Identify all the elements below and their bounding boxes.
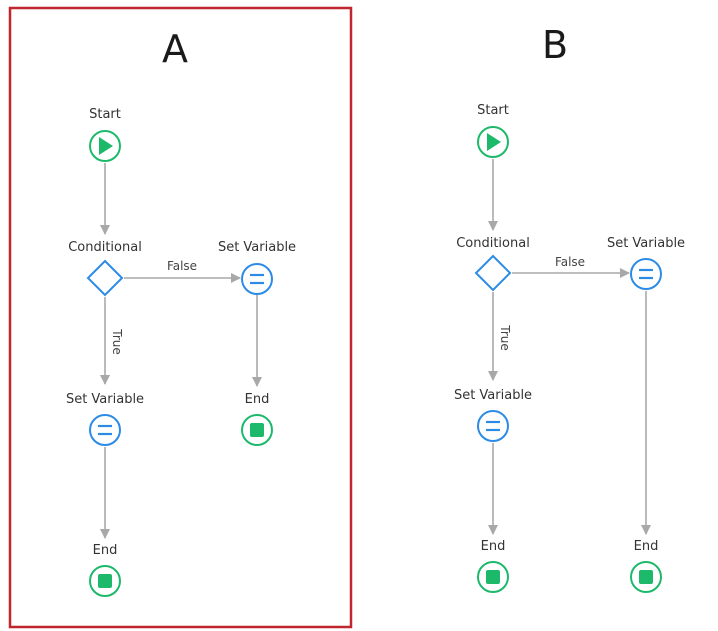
end-label: End	[93, 543, 118, 558]
play-icon	[487, 133, 501, 151]
end-node[interactable]: End	[630, 539, 662, 593]
stop-icon	[250, 423, 264, 437]
set-variable-node[interactable]: Set Variable	[218, 240, 296, 295]
equals-icon	[486, 420, 500, 432]
panel-a-title: A	[162, 27, 188, 71]
end-node[interactable]: End	[89, 543, 121, 597]
edge-label-false: False	[167, 259, 197, 273]
stop-icon	[486, 570, 500, 584]
conditional-node[interactable]: Conditional	[68, 240, 142, 297]
conditional-label: Conditional	[68, 240, 142, 255]
set-variable-label: Set Variable	[218, 240, 296, 255]
end-node[interactable]: End	[477, 539, 509, 593]
diamond-icon	[86, 259, 124, 297]
stop-icon	[98, 574, 112, 588]
edge-label-true: True	[110, 328, 124, 355]
set-variable-node[interactable]: Set Variable	[66, 392, 144, 446]
panel-b-edges	[488, 159, 651, 535]
panel-a-edges	[100, 163, 262, 539]
end-node[interactable]: End	[241, 392, 273, 446]
panel-a: A False True Start Conditional Set Varia…	[8, 6, 353, 629]
play-icon	[99, 137, 113, 155]
end-label: End	[634, 539, 659, 554]
diamond-icon	[474, 254, 512, 292]
end-label: End	[245, 392, 270, 407]
start-label: Start	[89, 107, 121, 122]
equals-icon	[250, 273, 264, 285]
end-label: End	[481, 539, 506, 554]
equals-icon	[639, 268, 653, 280]
start-node[interactable]: Start	[89, 107, 121, 162]
set-variable-label: Set Variable	[66, 392, 144, 407]
set-variable-node[interactable]: Set Variable	[607, 236, 685, 290]
start-label: Start	[477, 103, 509, 118]
set-variable-label: Set Variable	[607, 236, 685, 251]
panel-b-title: B	[542, 23, 568, 67]
equals-icon	[98, 424, 112, 436]
panel-a-highlight-border	[8, 6, 353, 629]
edge-label-false: False	[555, 255, 585, 269]
stop-icon	[639, 570, 653, 584]
panel-b: B False True Start Conditional Set Varia…	[454, 23, 685, 593]
set-variable-node[interactable]: Set Variable	[454, 388, 532, 442]
conditional-node[interactable]: Conditional	[456, 236, 530, 292]
edge-label-true: True	[498, 324, 512, 351]
start-node[interactable]: Start	[477, 103, 509, 158]
set-variable-label: Set Variable	[454, 388, 532, 403]
conditional-label: Conditional	[456, 236, 530, 251]
